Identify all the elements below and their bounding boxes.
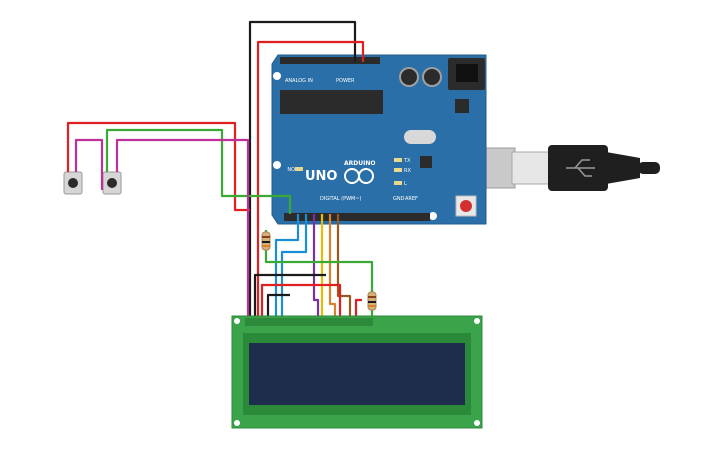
gnd-label: GND bbox=[393, 196, 405, 202]
digital-label: DIGITAL (PWM~) bbox=[320, 196, 362, 202]
model-label: UNO bbox=[305, 169, 338, 184]
analog-label: ANALOG IN bbox=[285, 78, 313, 84]
tx-label: TX bbox=[403, 158, 411, 164]
aref-label: AREF bbox=[405, 196, 418, 202]
l-label: L bbox=[404, 181, 407, 187]
resistor-icon bbox=[261, 231, 271, 251]
brand-label: ARDUINO bbox=[344, 160, 375, 167]
rx-label: RX bbox=[404, 168, 411, 174]
on-label: ON bbox=[287, 165, 295, 171]
arduino-uno-board: ON TX RX L ANALOG IN POWER DIGITAL (PWM~… bbox=[271, 54, 487, 225]
pushbutton-icon[interactable] bbox=[102, 171, 122, 195]
arduino-logo-icon bbox=[344, 168, 374, 184]
usb-cable-icon bbox=[454, 145, 660, 191]
lcd-module bbox=[231, 315, 483, 429]
pushbutton-icon[interactable] bbox=[63, 171, 83, 195]
power-label: POWER bbox=[336, 78, 355, 84]
resistor-icon bbox=[367, 291, 377, 311]
